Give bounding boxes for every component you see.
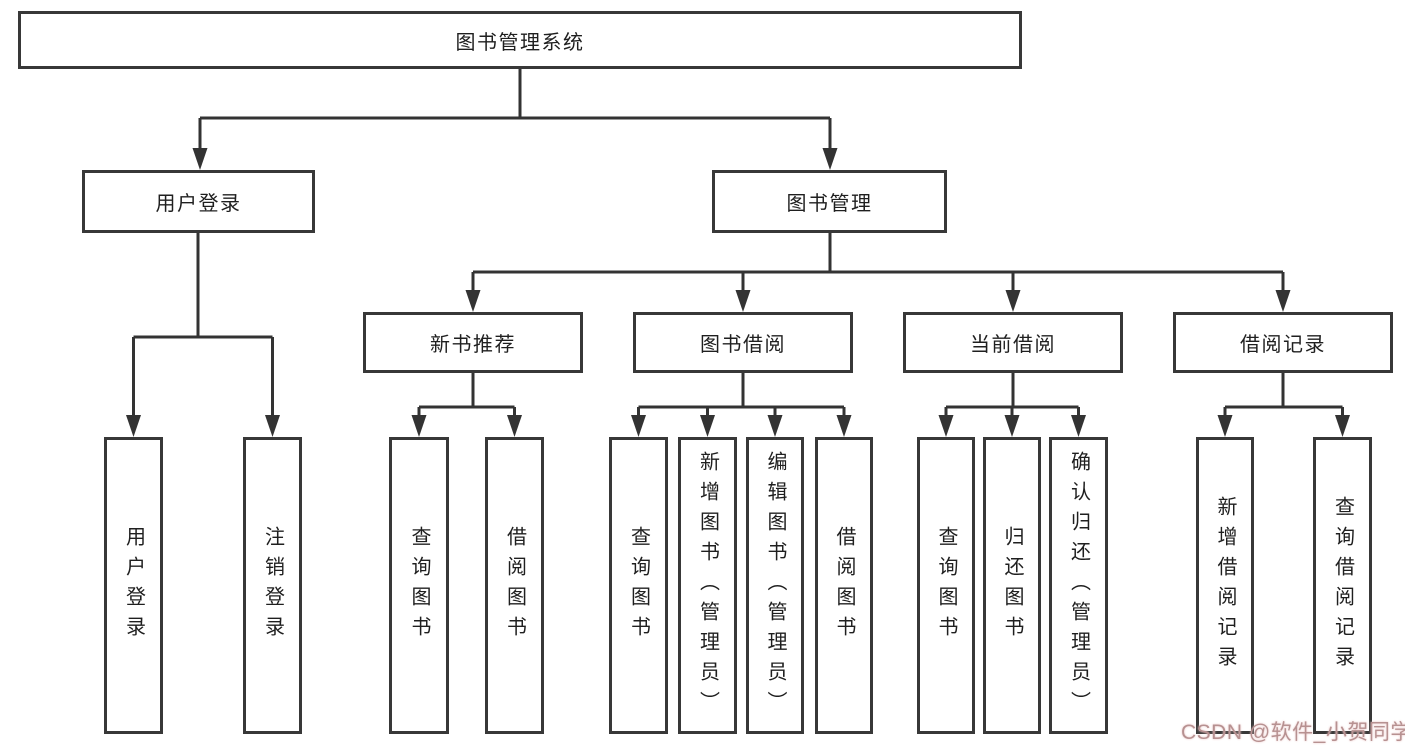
leaf-label: 注销登录 [261,525,284,646]
leaf-logout: 注销登录 [243,437,302,734]
leaf-label: 查询图书 [627,525,650,646]
leaf-label: 确认归还（管理员） [1067,450,1090,721]
leaf-label: 查询借阅记录 [1331,495,1354,676]
node-root: 图书管理系统 [18,11,1022,69]
node-book-management: 图书管理 [712,170,947,233]
leaf-query-borrow-record: 查询借阅记录 [1313,437,1372,734]
leaf-borrow-books: 借阅图书 [815,437,873,734]
leaf-borrow-books-recommend: 借阅图书 [485,437,544,734]
leaf-label: 新增借阅记录 [1214,495,1236,676]
leaf-user-login: 用户登录 [104,437,163,734]
leaf-label: 借阅图书 [503,525,526,646]
leaf-query-books-borrow: 查询图书 [609,437,668,734]
leaf-label: 借阅图书 [833,525,855,646]
leaf-label: 编辑图书（管理员） [764,450,786,721]
node-current-borrow-label: 当前借阅 [970,334,1056,356]
node-current-borrow: 当前借阅 [903,312,1123,373]
leaf-label: 新增图书（管理员） [696,450,719,721]
leaf-query-books-recommend: 查询图书 [389,437,449,734]
node-book-borrow-label: 图书借阅 [700,334,786,356]
leaf-label: 查询图书 [935,525,957,646]
node-book-management-label: 图书管理 [786,193,873,215]
node-root-label: 图书管理系统 [455,31,585,54]
node-user-login: 用户登录 [82,170,315,233]
csdn-watermark: CSDN @软件_小贺同学 [1181,721,1405,744]
node-book-borrow: 图书借阅 [633,312,853,373]
leaf-query-books-current: 查询图书 [917,437,975,734]
leaf-confirm-return-admin: 确认归还（管理员） [1049,437,1108,734]
node-borrow-records-label: 借阅记录 [1240,334,1326,356]
node-new-book-recommend: 新书推荐 [363,312,583,373]
leaf-label: 用户登录 [122,525,145,646]
leaf-label: 查询图书 [408,525,430,646]
node-borrow-records: 借阅记录 [1173,312,1393,373]
leaf-add-borrow-record: 新增借阅记录 [1196,437,1254,734]
leaf-edit-books-admin: 编辑图书（管理员） [746,437,804,734]
leaf-return-books: 归还图书 [983,437,1041,734]
leaf-label: 归还图书 [1001,525,1023,646]
node-user-login-label: 用户登录 [155,193,242,215]
leaf-add-books-admin: 新增图书（管理员） [678,437,737,734]
node-new-book-recommend-label: 新书推荐 [430,334,516,356]
